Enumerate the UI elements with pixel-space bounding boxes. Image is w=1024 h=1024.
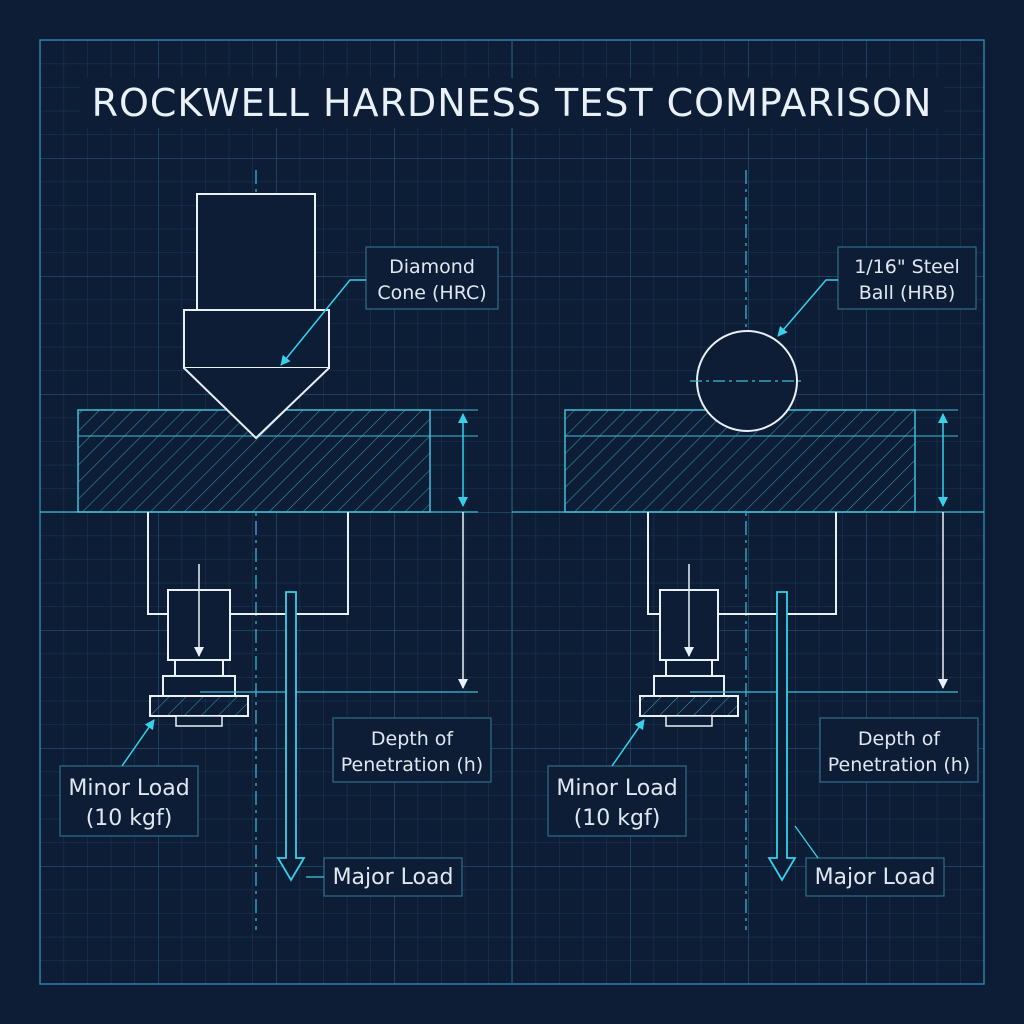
- left-indenter-collar: [183, 309, 330, 369]
- right-depth-label-2: Penetration (h): [828, 754, 970, 776]
- right-minor-load-label-1: Minor Load: [556, 776, 677, 801]
- left-indenter-shank: [196, 193, 316, 311]
- left-major-load-label: Major Load: [333, 865, 454, 890]
- right-panel: 1/16" Steel Ball (HRB) Depth of Penetrat…: [512, 170, 984, 930]
- right-indenter-label-1: 1/16" Steel: [854, 256, 960, 278]
- left-indenter-label-box: [365, 246, 499, 310]
- left-minor-load-label-box: [59, 765, 199, 837]
- left-major-load-label-box: [323, 857, 463, 897]
- left-panel: Diamond Cone (HRC) Depth of Penetration …: [40, 170, 499, 930]
- left-depth-label-1: Depth of: [371, 728, 455, 750]
- right-stem: [665, 659, 713, 677]
- right-depth-label-1: Depth of: [858, 728, 942, 750]
- left-depth-label-2: Penetration (h): [341, 754, 483, 776]
- right-indenter-label-2: Ball (HRB): [859, 282, 956, 304]
- left-indenter-leader: [280, 279, 366, 366]
- right-weight-nut: [665, 715, 713, 727]
- left-indenter-label-1: Diamond: [389, 256, 475, 278]
- right-indenter-leader: [777, 279, 838, 337]
- left-minor-load-leader: [121, 719, 155, 767]
- left-load-frame: [147, 512, 349, 615]
- right-minor-load-label-box: [547, 765, 687, 837]
- left-major-load-arrow: [276, 591, 306, 882]
- right-indenter-label-box: [837, 246, 977, 310]
- right-major-load-arrow: [767, 591, 797, 882]
- right-depth-label-box: [819, 717, 979, 783]
- right-minor-load-label-2: (10 kgf): [574, 806, 661, 831]
- left-weight-plate: [149, 695, 249, 717]
- left-stem: [174, 659, 224, 677]
- left-indenter-label-2: Cone (HRC): [377, 282, 486, 304]
- left-depth-label-box: [332, 717, 492, 783]
- left-weight-nut: [175, 715, 223, 727]
- left-minor-load-label-1: Minor Load: [68, 776, 189, 801]
- right-load-frame: [647, 512, 837, 615]
- page-title: ROCKWELL HARDNESS TEST COMPARISON: [92, 81, 933, 125]
- right-collar-block: [653, 675, 725, 697]
- right-weight-plate: [639, 695, 739, 717]
- title-backdrop: [80, 78, 944, 128]
- right-major-load-leader: [794, 825, 819, 859]
- left-minor-load-label-2: (10 kgf): [86, 806, 173, 831]
- left-collar-block: [162, 675, 236, 697]
- right-major-load-label-box: [805, 857, 945, 897]
- right-minor-load-leader: [611, 719, 645, 767]
- diamond-cone-tip: [183, 367, 330, 440]
- right-major-load-label: Major Load: [815, 865, 936, 890]
